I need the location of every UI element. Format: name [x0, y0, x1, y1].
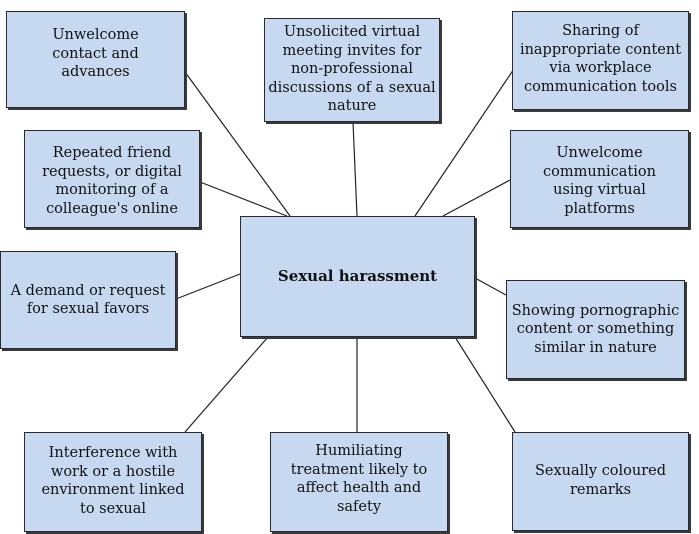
behavior-label: Sexually coloured remarks [534, 463, 667, 498]
connector-line [184, 336, 269, 433]
behavior-sexual-favors: A demand or request for sexual favors [0, 251, 176, 349]
behavior-unwelcome-contact: Unwelcome contact and advances [6, 11, 185, 108]
behavior-label: Unsolicited virtual meeting invites for … [268, 24, 436, 114]
behavior-label: Showing pornographic content or somethin… [511, 302, 680, 356]
connector-line [175, 273, 241, 300]
connector-line [454, 336, 516, 433]
connector-line [184, 71, 291, 217]
behavior-label: Unwelcome communication using virtual pl… [543, 145, 656, 217]
behavior-friend-requests: Repeated friend requests, or digital mon… [24, 130, 200, 228]
behavior-label: A demand or request for sexual favors [10, 282, 166, 318]
behavior-label: Humiliating treatment likely to affect h… [290, 443, 428, 515]
connector-line [352, 121, 358, 217]
behavior-humiliating-treatment: Humiliating treatment likely to affect h… [270, 432, 448, 532]
center-topic: Sexual harassment [240, 216, 475, 337]
behavior-pornographic-content: Showing pornographic content or somethin… [506, 280, 685, 379]
connector-line [474, 277, 507, 296]
behavior-label: Interference with work or a hostile envi… [41, 445, 185, 517]
behavior-virtual-communication: Unwelcome communication using virtual pl… [510, 130, 689, 228]
center-label: Sexual harassment [277, 267, 438, 286]
connector-line [442, 179, 511, 217]
behavior-label: Sharing of inappropriate content via wor… [519, 23, 682, 95]
behavior-label: Repeated friend requests, or digital mon… [42, 145, 182, 217]
behavior-virtual-meeting-invites: Unsolicited virtual meeting invites for … [264, 18, 440, 122]
connector-line [414, 59, 521, 217]
behavior-hostile-environment: Interference with work or a hostile envi… [24, 432, 202, 532]
connector-line [199, 181, 288, 217]
behavior-sexually-coloured-remarks: Sexually coloured remarks [512, 432, 689, 531]
behavior-sharing-content: Sharing of inappropriate content via wor… [512, 11, 689, 110]
behavior-label: Unwelcome contact and advances [52, 27, 139, 80]
